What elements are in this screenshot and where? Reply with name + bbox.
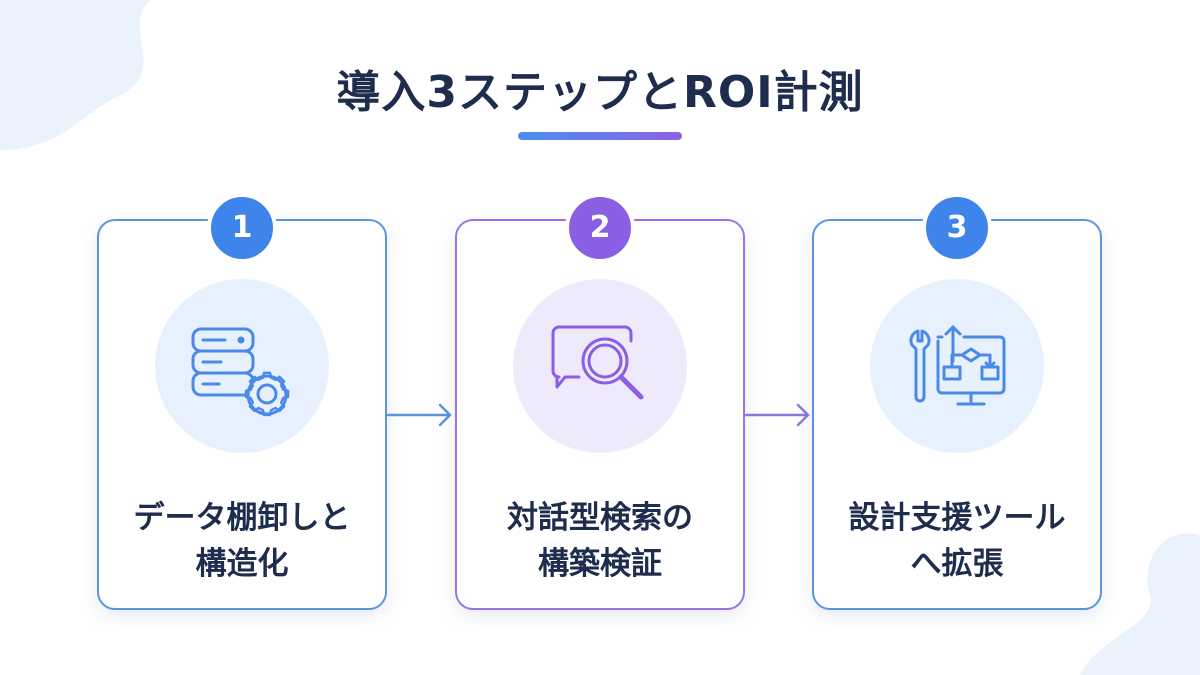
- step-card-2: 2 対話型検索の 構築検証: [455, 193, 745, 610]
- page-title: 導入3ステップとROI計測: [336, 67, 864, 118]
- step-label-line: へ拡張: [910, 546, 1004, 582]
- background-blob-bottom-right: [1080, 533, 1200, 675]
- title-underline: [518, 132, 682, 140]
- step-label: 設計支援ツール へ拡張: [824, 495, 1090, 587]
- step-card-3: 3 設計支援ツール へ拡張: [812, 193, 1102, 610]
- chat-search-icon: [551, 325, 644, 400]
- step-label: 対話型検索の 構築検証: [467, 495, 733, 587]
- step-card-1: 1 データ棚卸しと 構造化: [97, 193, 387, 610]
- step-icon-circle: [155, 279, 329, 453]
- step-icon-circle: [870, 279, 1044, 453]
- step-label-line: 対話型検索の: [507, 500, 693, 536]
- step-label: データ棚卸しと 構造化: [109, 495, 375, 587]
- step-number-badge: 3: [922, 193, 992, 263]
- step-icon-circle: [513, 279, 687, 453]
- step-number-badge: 2: [565, 193, 635, 263]
- step-label-line: データ棚卸しと: [133, 500, 351, 536]
- arrow-right-icon: [386, 403, 452, 427]
- background-blob-top-left: [0, 0, 150, 150]
- step-number-badge: 1: [207, 193, 277, 263]
- step-label-line: 構築検証: [538, 546, 662, 582]
- arrow-right-icon: [744, 403, 810, 427]
- wrench-monitor-flow-icon: [909, 325, 1006, 406]
- step-label-line: 構造化: [195, 546, 289, 582]
- step-label-line: 設計支援ツール: [848, 500, 1066, 536]
- database-gear-icon: [191, 327, 290, 417]
